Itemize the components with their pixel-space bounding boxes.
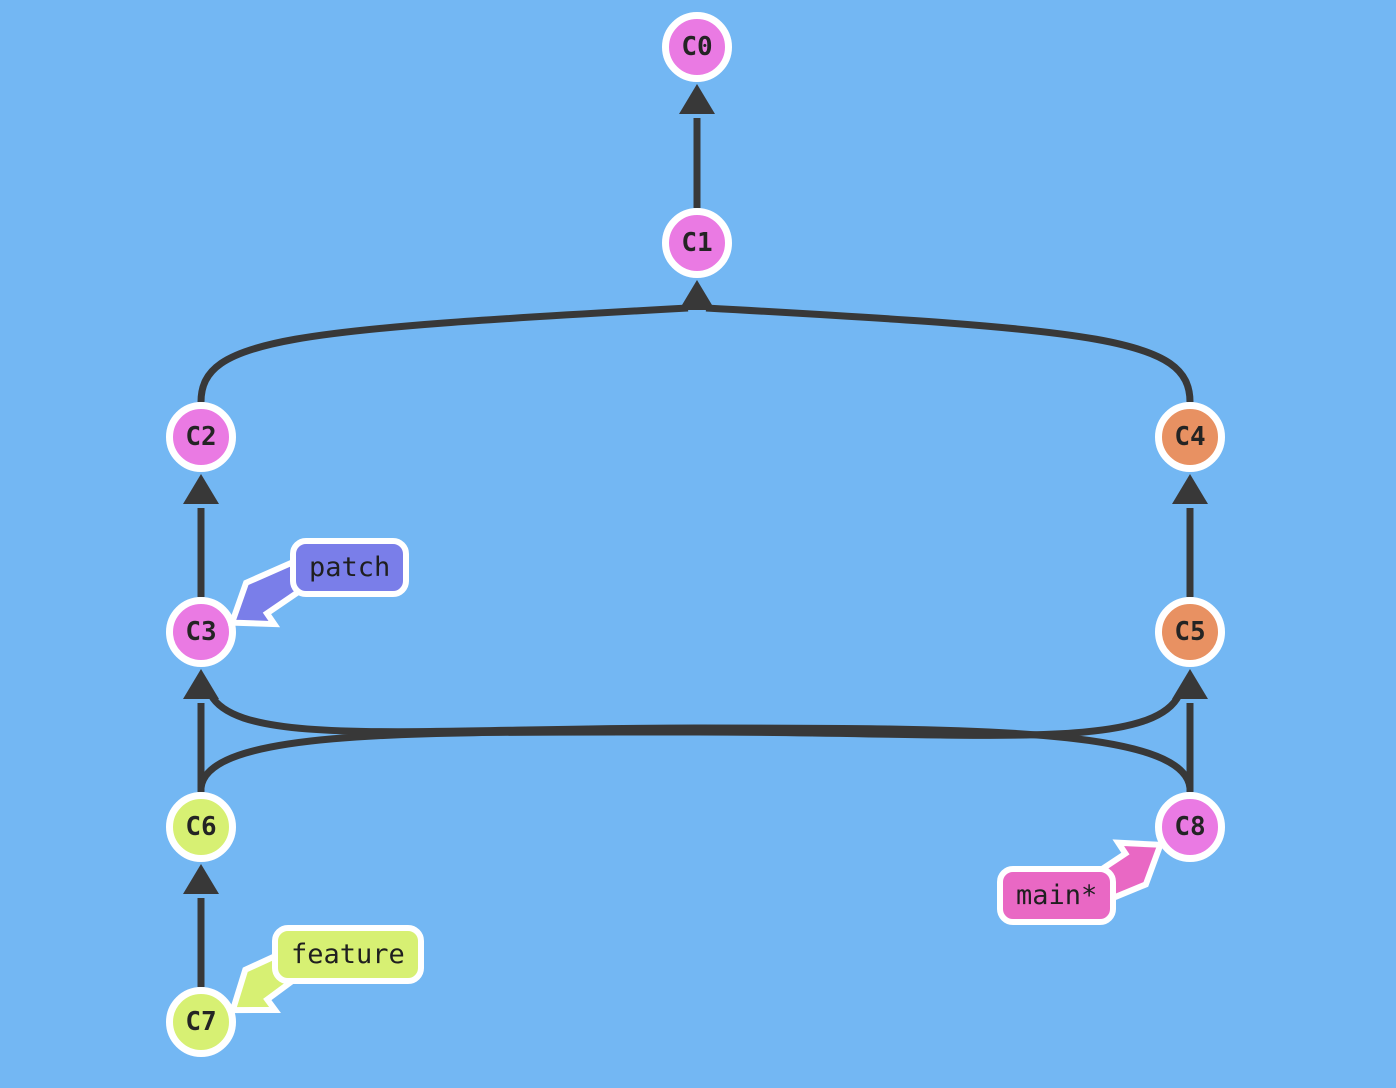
edge-c8-c3 — [207, 693, 1194, 789]
commit-label: C4 — [1174, 422, 1206, 452]
arrowhead-into-c2 — [183, 474, 219, 504]
arrowhead-into-c4 — [1172, 474, 1208, 504]
arrowhead-into-c6 — [183, 864, 219, 894]
commit-label: C1 — [681, 228, 713, 258]
commit-label: C5 — [1174, 617, 1206, 647]
branch-label-patch: patch — [290, 538, 410, 597]
arrowhead-into-c3 — [183, 669, 219, 699]
commit-node-c7: C7 — [166, 987, 236, 1057]
arrowhead-into-c0 — [679, 84, 715, 114]
commit-node-c1: C1 — [662, 208, 732, 278]
commit-node-c3: C3 — [166, 597, 236, 667]
commit-node-c4: C4 — [1155, 402, 1225, 472]
commit-node-c5: C5 — [1155, 597, 1225, 667]
commit-label: C0 — [681, 32, 713, 62]
arrowhead-into-c5 — [1172, 669, 1208, 699]
arrowhead-into-c1 — [679, 280, 715, 310]
commit-label: C2 — [185, 422, 217, 452]
commit-node-c6: C6 — [166, 792, 236, 862]
commit-label: C8 — [1174, 812, 1206, 842]
edge-c4-c1 — [705, 304, 1194, 403]
commit-node-c0: C0 — [662, 12, 732, 82]
commit-node-c8: C8 — [1155, 792, 1225, 862]
edge-c2-c1 — [197, 304, 689, 403]
branch-label-feature: feature — [272, 925, 424, 984]
commit-node-c2: C2 — [166, 402, 236, 472]
commit-label: C3 — [185, 617, 217, 647]
branch-label-main: main* — [997, 866, 1117, 925]
edge-c6-c5 — [197, 693, 1183, 789]
commit-label: C6 — [185, 812, 217, 842]
commit-label: C7 — [185, 1007, 217, 1037]
